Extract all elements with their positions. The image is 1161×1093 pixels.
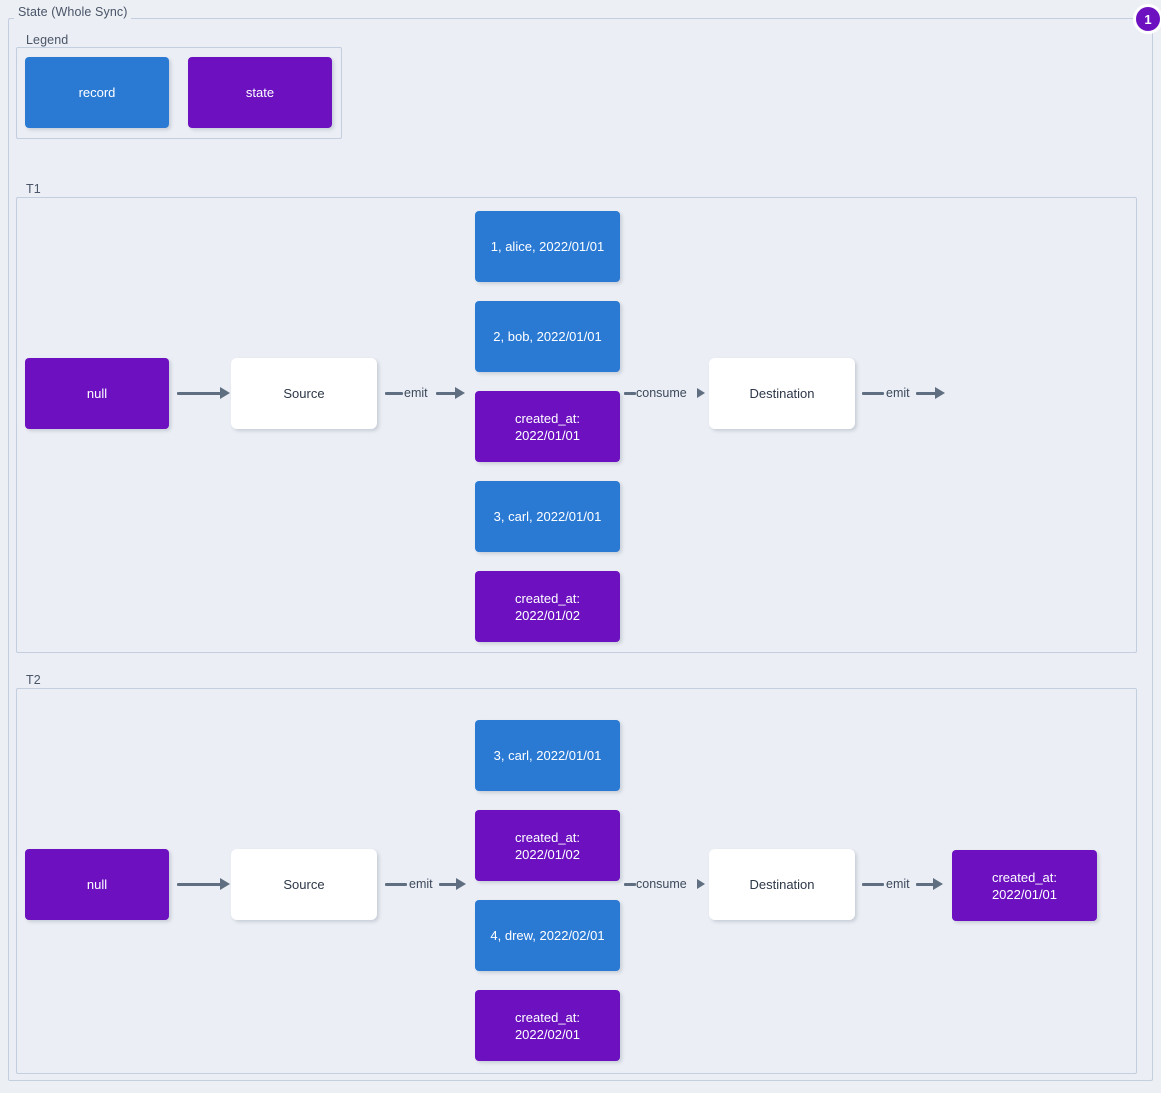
t1-stream-item-0: 1, alice, 2022/01/01 (475, 211, 620, 282)
t2-edge-state-to-source-arrowhead (220, 878, 230, 890)
t1-initial-state: null (25, 358, 169, 429)
t2-source-label: Source (283, 877, 325, 892)
t2-destination-label: Destination (749, 877, 815, 892)
t2-edge-consume-arrowhead (697, 879, 705, 889)
t1-edge-dest-emit-line2 (916, 392, 938, 395)
t2-edge-dest-emit-label: emit (886, 877, 910, 891)
t2-edge-consume-line (624, 883, 636, 886)
t2-initial-state-label: null (86, 877, 108, 892)
t1-title: T1 (22, 182, 45, 196)
t2-final-state: created_at: 2022/01/01 (952, 850, 1097, 921)
t1-stream-item-4: created_at: 2022/01/02 (475, 571, 620, 642)
t1-source-label: Source (283, 386, 325, 401)
t2-edge-emit-label: emit (409, 877, 433, 891)
legend-item-state: state (188, 57, 332, 128)
t1-edge-dest-emit-line (862, 392, 884, 395)
t1-edge-emit-line2 (436, 392, 458, 395)
t2-stream-item-0: 3, carl, 2022/01/01 (475, 720, 620, 791)
t1-stream-item-1-label: 2, bob, 2022/01/01 (493, 329, 602, 344)
t2-initial-state: null (25, 849, 169, 920)
t1-edge-dest-emit-arrowhead (935, 387, 945, 399)
t1-stream-item-2: created_at: 2022/01/01 (475, 391, 620, 462)
outer-frame-title: State (Whole Sync) (14, 5, 132, 19)
t1-edge-state-to-source-arrowhead (220, 387, 230, 399)
t2-edge-dest-emit-line2 (916, 883, 936, 886)
t1-edge-state-to-source (177, 392, 223, 395)
t2-stream-item-1-label: created_at: 2022/01/02 (514, 829, 581, 862)
t2-source-node: Source (231, 849, 377, 920)
t1-edge-dest-emit-label: emit (886, 386, 910, 400)
t1-stream-item-3: 3, carl, 2022/01/01 (475, 481, 620, 552)
t2-edge-dest-emit-arrowhead (933, 878, 943, 890)
t1-source-node: Source (231, 358, 377, 429)
t1-edge-consume-arrowhead (697, 388, 705, 398)
legend-item-record-label: record (78, 85, 116, 100)
t2-stream-item-2: 4, drew, 2022/02/01 (475, 900, 620, 971)
t2-edge-emit-line (385, 883, 407, 886)
t2-edge-dest-emit-line (862, 883, 884, 886)
t2-edge-state-to-source (177, 883, 223, 886)
t2-edge-consume-label: consume (636, 877, 687, 891)
t2-edge-emit-arrowhead (456, 878, 466, 890)
t2-stream-item-3: created_at: 2022/02/01 (475, 990, 620, 1061)
t1-edge-consume-label: consume (636, 386, 687, 400)
t1-edge-emit-line (385, 392, 403, 395)
t1-edge-emit-arrowhead (455, 387, 465, 399)
t1-stream-item-3-label: 3, carl, 2022/01/01 (493, 509, 602, 524)
t1-destination-label: Destination (749, 386, 815, 401)
t1-stream-item-0-label: 1, alice, 2022/01/01 (490, 239, 605, 254)
t2-edge-emit-line2 (439, 883, 459, 886)
t1-destination-node: Destination (709, 358, 855, 429)
t2-title: T2 (22, 673, 45, 687)
t2-stream-item-0-label: 3, carl, 2022/01/01 (493, 748, 602, 763)
t2-stream-item-3-label: created_at: 2022/02/01 (514, 1009, 581, 1042)
t1-initial-state-label: null (86, 386, 108, 401)
legend-title: Legend (22, 33, 73, 47)
t2-stream-item-2-label: 4, drew, 2022/02/01 (490, 928, 605, 943)
t1-edge-consume-line (624, 392, 636, 395)
t1-stream-item-1: 2, bob, 2022/01/01 (475, 301, 620, 372)
t1-stream-item-4-label: created_at: 2022/01/02 (514, 590, 581, 623)
legend-item-record: record (25, 57, 169, 128)
t2-stream-item-1: created_at: 2022/01/02 (475, 810, 620, 881)
step-badge: 1 (1133, 4, 1161, 34)
t2-final-state-label: created_at: 2022/01/01 (991, 869, 1058, 902)
t1-stream-item-2-label: created_at: 2022/01/01 (514, 410, 581, 443)
legend-item-state-label: state (245, 85, 275, 100)
t2-destination-node: Destination (709, 849, 855, 920)
t1-edge-emit-label: emit (404, 386, 428, 400)
